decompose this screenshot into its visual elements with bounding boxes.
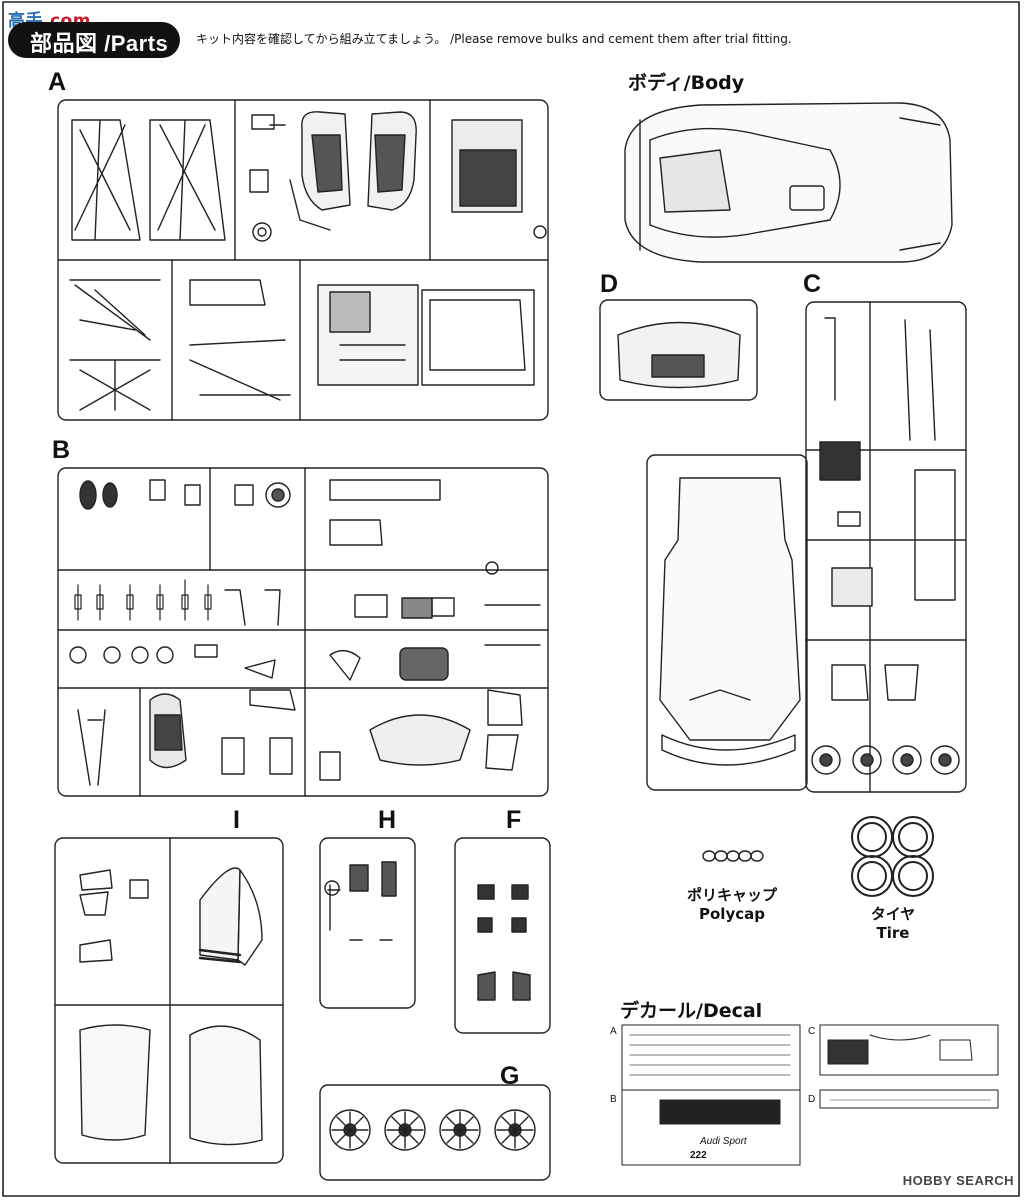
decal-audi-sport-text: Audi Sport [700, 1136, 747, 1147]
header-pill [8, 22, 180, 58]
decal-sheet-a: A [610, 1026, 617, 1037]
decal-sheets [621, 1024, 999, 1166]
body-top-view [624, 102, 953, 263]
sprue-label-c: C [803, 270, 822, 298]
decal-sheet-d: D [808, 1094, 816, 1105]
sprue-i [54, 837, 284, 1164]
tire-label: タイヤ Tire [848, 905, 938, 943]
tire-label-en: Tire [876, 924, 910, 942]
tire-parts [851, 816, 934, 897]
decal-sheet-b: B [610, 1094, 617, 1105]
sprue-g [319, 1084, 551, 1181]
floor-pan [646, 454, 808, 791]
sprue-label-a: A [48, 68, 67, 96]
tire-label-jp: タイヤ [870, 905, 916, 923]
page-title: 部品図 /Parts [30, 31, 169, 56]
sprue-h [319, 837, 416, 1009]
sprue-f [454, 837, 551, 1034]
decal-label: デカール/Decal [620, 1000, 763, 1022]
sprue-c [805, 301, 967, 793]
polycap-label-en: Polycap [699, 905, 765, 923]
polycap-parts [702, 850, 764, 862]
sprue-label-b: B [52, 436, 71, 464]
sprue-d [599, 299, 758, 401]
assembly-instruction: キット内容を確認してから組み立てましょう。 /Please remove bul… [196, 32, 792, 46]
polycap-label: ポリキャップ Polycap [672, 886, 792, 924]
polycap-label-jp: ポリキャップ [686, 886, 777, 904]
sprue-a [57, 99, 549, 421]
sprue-label-i: I [233, 806, 240, 834]
body-label: ボディ/Body [628, 72, 745, 94]
sprue-label-d: D [600, 270, 619, 298]
sprue-label-h: H [378, 806, 397, 834]
sprue-b [57, 467, 549, 797]
sprue-label-g: G [500, 1062, 520, 1090]
sprue-label-f: F [506, 806, 522, 834]
hobby-search-watermark: HOBBY SEARCH [902, 1173, 1014, 1188]
decal-number-text: 222 [690, 1150, 707, 1161]
decal-sheet-c: C [808, 1026, 816, 1037]
